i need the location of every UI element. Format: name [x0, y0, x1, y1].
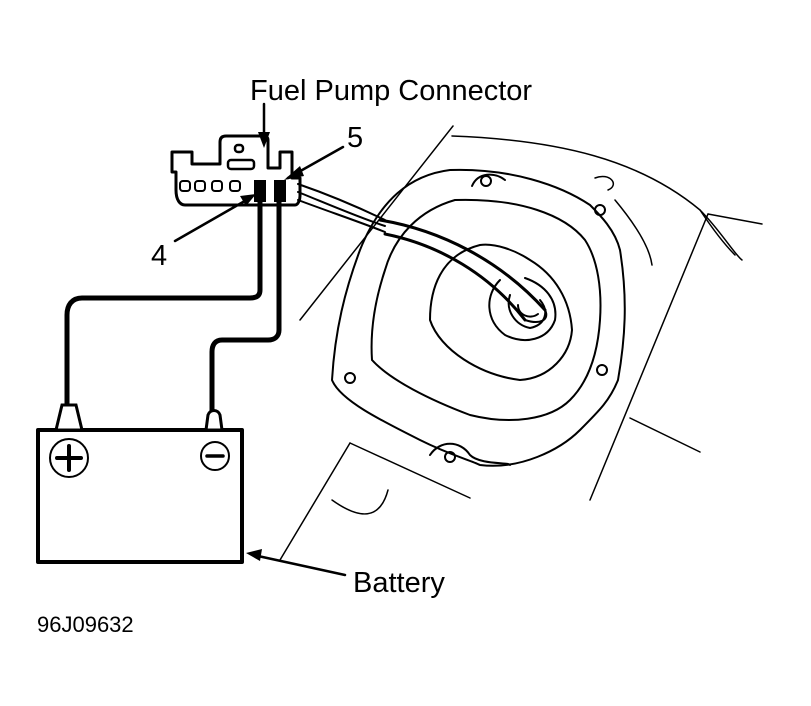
- positive-post: [54, 403, 84, 432]
- terminal-5-label: 5: [347, 122, 363, 154]
- terminal-5: [274, 180, 286, 202]
- battery: [36, 403, 244, 564]
- bolt-icon: [594, 204, 606, 216]
- connector-label: Fuel Pump Connector: [250, 75, 532, 107]
- terminal-4-label: 4: [151, 240, 167, 272]
- bolt-icon: [444, 451, 456, 463]
- flange-bolts: [344, 173, 608, 466]
- positive-terminal-icon: [49, 438, 89, 478]
- bolt-icon: [596, 364, 608, 376]
- fuel-pump-flange: [331, 168, 626, 467]
- terminal-4: [254, 180, 266, 202]
- battery-label: Battery: [353, 567, 445, 599]
- vehicle-body-outline: [279, 125, 763, 561]
- bolt-icon: [344, 372, 356, 384]
- figure-id: 96J09632: [37, 612, 134, 637]
- leader-arrows: [173, 102, 347, 577]
- wiring-harness: [297, 183, 548, 323]
- negative-post: [204, 409, 224, 432]
- jumper-wires: [64, 197, 282, 415]
- battery-arrow: [256, 554, 347, 577]
- negative-terminal-icon: [200, 441, 230, 471]
- bolt-icon: [480, 175, 492, 187]
- fuel-pump-connector: [170, 134, 302, 207]
- terminal-4-arrow: [173, 196, 252, 243]
